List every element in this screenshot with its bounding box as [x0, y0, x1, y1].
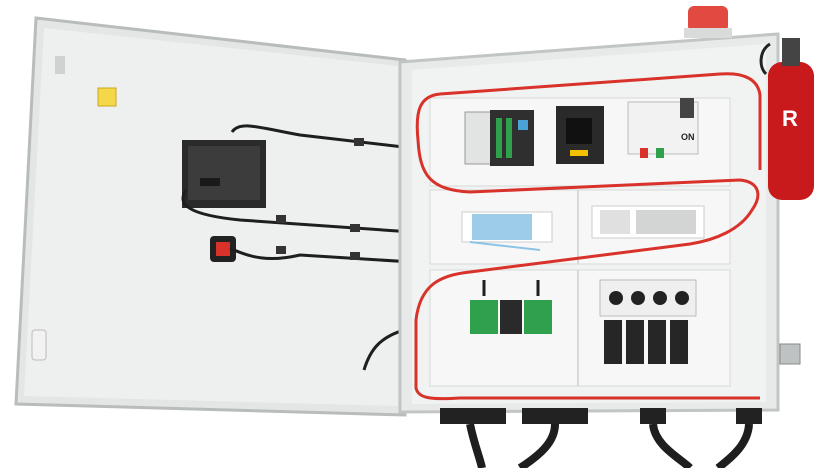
selector-switch — [210, 236, 236, 262]
terminal-block-right — [591, 205, 705, 239]
door-cable-2 — [181, 189, 413, 234]
extinguisher-logo: R — [782, 106, 798, 131]
beacon-light — [684, 6, 732, 38]
red-wiring — [414, 72, 762, 401]
plc-controller — [464, 110, 534, 166]
cable-clip — [350, 252, 360, 260]
power-supply — [556, 106, 604, 164]
cable-clip — [354, 138, 364, 146]
cabinet-body — [398, 32, 780, 414]
door-latch — [31, 329, 47, 361]
cable-clip — [350, 224, 360, 232]
door-hinge-top — [55, 56, 65, 74]
door-cable-1 — [230, 124, 413, 150]
terminal-block-left — [461, 211, 553, 251]
ground-lug — [779, 343, 801, 365]
cabinet-door — [14, 16, 413, 417]
io-modules — [470, 280, 552, 334]
fire-extinguisher: R — [759, 38, 814, 200]
motor-contactors — [599, 279, 697, 364]
cable-clip — [276, 215, 286, 223]
breaker-on-label: ON — [681, 132, 695, 142]
hmi-touch-panel — [182, 140, 266, 208]
cable-glands — [440, 408, 762, 468]
door-cable-3 — [229, 246, 413, 264]
main-breaker: ON — [627, 98, 699, 158]
pilot-light — [97, 87, 117, 107]
cable-clip — [276, 246, 286, 254]
